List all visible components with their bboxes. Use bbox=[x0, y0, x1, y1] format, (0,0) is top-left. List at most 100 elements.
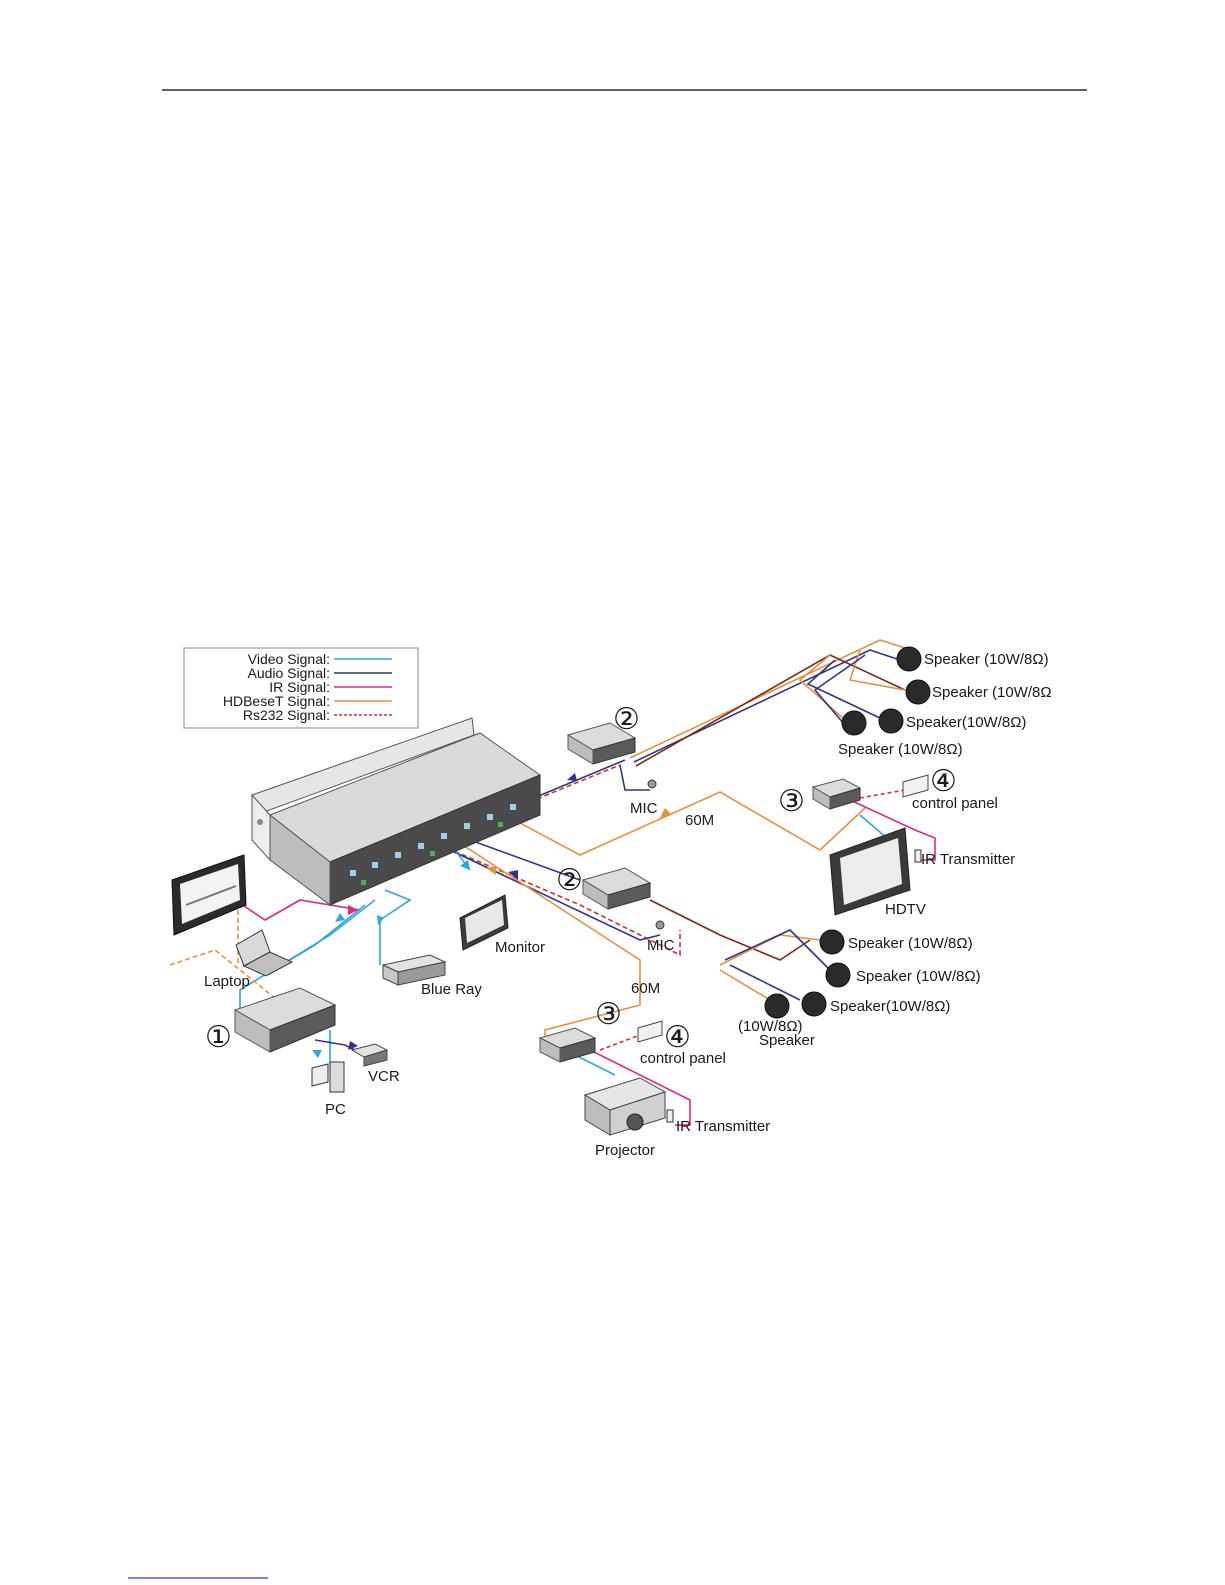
legend-video-label: Video Signal: bbox=[248, 651, 330, 667]
audio-main-to-rx-mid bbox=[469, 839, 581, 881]
port bbox=[441, 833, 447, 839]
device1-side bbox=[234, 1009, 271, 1053]
vcr-front bbox=[363, 1049, 388, 1067]
callout-2-mid: ② bbox=[556, 863, 583, 898]
speaker-icon bbox=[841, 710, 867, 736]
legend-ir-label: IR Signal: bbox=[269, 679, 330, 695]
speaker-label-b4-word: Speaker bbox=[759, 1032, 815, 1049]
audio-mid-mic bbox=[449, 849, 661, 941]
audio-mic-top bbox=[619, 764, 650, 791]
speaker-label-b4-value: (10W/8Ω) bbox=[738, 1018, 803, 1035]
switcher-ear-hole bbox=[257, 819, 263, 825]
arrow-audio-mid bbox=[508, 870, 518, 880]
projector-lens bbox=[626, 1113, 644, 1131]
legend-audio-label: Audio Signal: bbox=[247, 665, 330, 681]
touch-panel bbox=[171, 854, 247, 936]
pc-tower bbox=[329, 1061, 345, 1093]
switcher-ports-green bbox=[361, 822, 503, 885]
arrow-audio-top bbox=[567, 773, 577, 781]
blueray-side bbox=[382, 964, 399, 986]
port bbox=[418, 843, 424, 849]
control-panel-bottom-label: control panel bbox=[640, 1050, 726, 1067]
rs232-main-to-rx-top bbox=[499, 764, 621, 815]
callout-4-top: ④ bbox=[930, 764, 957, 799]
port bbox=[372, 862, 378, 868]
hdbaset-60m-top bbox=[504, 791, 866, 856]
hdbaset-cable-top-speakers bbox=[629, 639, 906, 759]
control-panel-bottom bbox=[637, 1020, 663, 1043]
vcr bbox=[350, 1043, 389, 1067]
mic-top-label: MIC bbox=[630, 800, 658, 817]
touch-panel-screen bbox=[180, 864, 240, 924]
speaker-label-b3: Speaker(10W/8Ω) bbox=[830, 998, 950, 1015]
port bbox=[464, 823, 470, 829]
mic-mid-icon bbox=[655, 920, 665, 930]
audio-mid-speakers-3 bbox=[729, 964, 801, 1001]
ir-transmitter-bottom-icon bbox=[666, 1109, 674, 1123]
callout-3-bottom: ③ bbox=[595, 997, 622, 1032]
monitor bbox=[459, 894, 509, 951]
callout-2-top: ② bbox=[613, 702, 640, 737]
laptop-base bbox=[242, 951, 294, 977]
port bbox=[350, 870, 356, 876]
receiver-mid bbox=[581, 867, 665, 930]
receiver-projector bbox=[538, 1027, 597, 1063]
arrow-video-laptop bbox=[335, 913, 345, 922]
legend: Video Signal: Audio Signal: IR Signal: H… bbox=[183, 647, 419, 729]
speaker-icon bbox=[825, 962, 851, 988]
monitor-screen bbox=[465, 900, 504, 943]
arrow-hdbaset-mid bbox=[486, 866, 496, 875]
pc-label: PC bbox=[325, 1101, 346, 1118]
hdbaset-mid-speakers-2 bbox=[719, 969, 771, 1001]
ir-to-transmitter-top bbox=[849, 799, 936, 861]
rx-top-side bbox=[567, 734, 594, 765]
callout-4-bottom: ④ bbox=[664, 1020, 691, 1055]
labels: Laptop Blue Ray Monitor VCR PC Projector… bbox=[204, 651, 1052, 1159]
audio-cable-top-speakers bbox=[633, 649, 901, 763]
blue-ray-player bbox=[381, 954, 447, 986]
laptop bbox=[235, 929, 294, 977]
vcr-label: VCR bbox=[368, 1068, 400, 1085]
audio-speaker-branch-1 bbox=[806, 659, 881, 719]
hdtv-label: HDTV bbox=[885, 901, 926, 918]
control-panel-top-body bbox=[902, 774, 929, 798]
signal-arrows bbox=[312, 773, 672, 1058]
projector-side bbox=[584, 1094, 611, 1136]
pc bbox=[311, 1061, 345, 1093]
audio-mid-speakers bbox=[649, 899, 811, 961]
projector-label: Projector bbox=[595, 1142, 655, 1159]
callouts: ① ② ② ③ ③ ④ ④ bbox=[205, 702, 957, 1055]
ir-transmitter-top-label: IR Transmitter bbox=[921, 851, 1015, 868]
speaker-label-t1: Speaker (10W/8Ω) bbox=[924, 651, 1049, 668]
video-blueray-to-main bbox=[379, 889, 412, 965]
switcher-ports bbox=[350, 804, 516, 876]
switcher-ear-front bbox=[251, 793, 271, 862]
speaker-icon bbox=[801, 991, 827, 1017]
hdbaset-60m-bottom bbox=[454, 839, 641, 1048]
ir-transmitter-bottom-label: IR Transmitter bbox=[676, 1118, 770, 1135]
callout-1: ① bbox=[205, 1020, 232, 1055]
projector bbox=[583, 1077, 667, 1136]
speaker-label-t4: Speaker (10W/8Ω) bbox=[838, 741, 963, 758]
ir-to-transmitter-bottom bbox=[589, 1049, 691, 1126]
video-to-projector bbox=[574, 1054, 616, 1076]
touch-panel-detail bbox=[185, 885, 237, 906]
speaker-label-t3: Speaker(10W/8Ω) bbox=[906, 714, 1026, 731]
callout-3-top: ③ bbox=[778, 784, 805, 819]
blue-ray-label: Blue Ray bbox=[421, 981, 482, 998]
hdtv bbox=[829, 827, 911, 916]
arrow-video-pc bbox=[312, 1050, 322, 1058]
arrow-video-blueray bbox=[377, 915, 384, 925]
control-panel-top bbox=[902, 774, 929, 798]
control-panel-bottom-body bbox=[637, 1020, 663, 1043]
receiver-hdtv bbox=[811, 778, 862, 810]
control-panel-top-label: control panel bbox=[912, 795, 998, 812]
device-1-switcher bbox=[233, 987, 337, 1053]
mic-mid-label: MIC bbox=[647, 937, 675, 954]
arrow-audio-vcr bbox=[348, 1041, 358, 1050]
port bbox=[498, 822, 503, 827]
speaker-label-t2: Speaker (10W/8Ω bbox=[932, 684, 1052, 701]
mic-top-icon bbox=[647, 779, 657, 789]
rx-proj-side bbox=[539, 1037, 561, 1063]
arrow-ir-touchpanel bbox=[348, 905, 358, 915]
